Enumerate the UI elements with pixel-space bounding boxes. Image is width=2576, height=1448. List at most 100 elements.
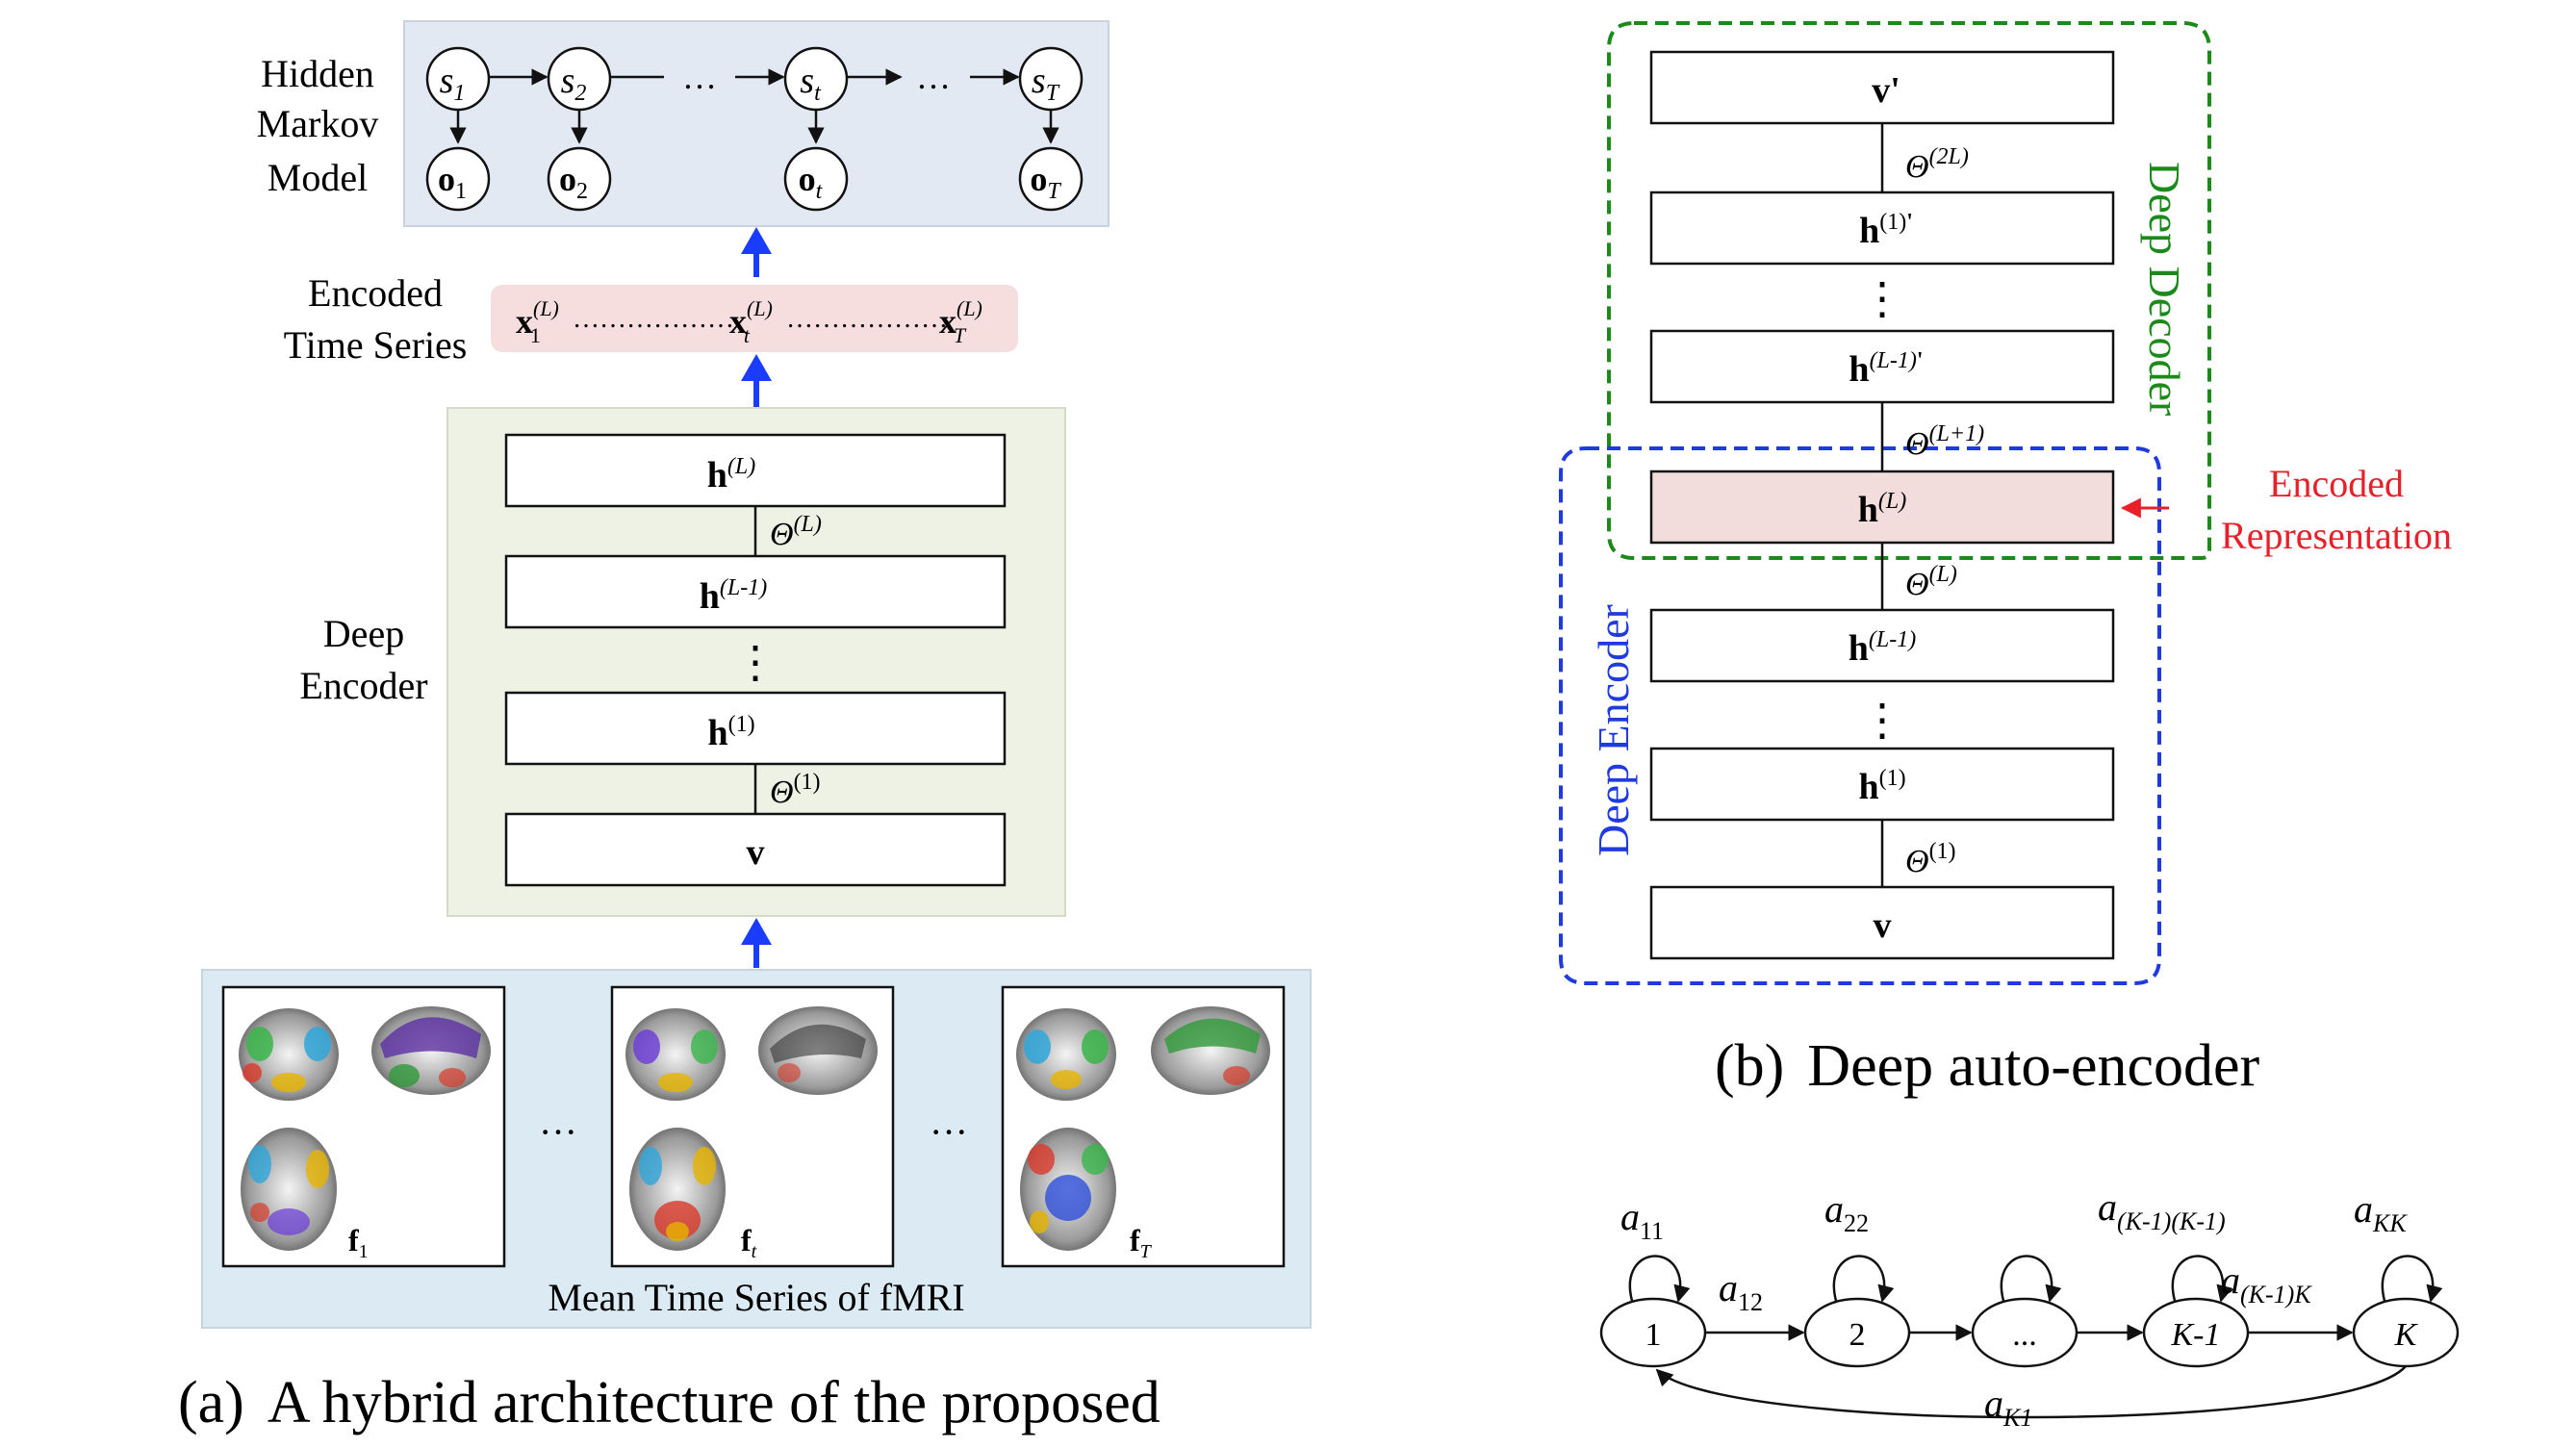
- ae-weight: Θ(2L): [1905, 144, 1969, 185]
- encoded-series-item: x(L)t: [729, 296, 773, 347]
- fmri-ellipsis: ···: [930, 1110, 968, 1154]
- hmm-observations: o1 o2 ot oT: [425, 146, 1084, 212]
- chain-transition-label: a12: [1719, 1266, 1763, 1316]
- hmm-obs-node: [425, 146, 491, 212]
- encoded-representation-label-line1: Encoded: [2269, 462, 2404, 505]
- fmri-label: Mean Time Series of fMRI: [548, 1276, 964, 1319]
- encoder-a-layer: [504, 812, 1007, 887]
- brain-axial-image: [241, 1128, 337, 1251]
- encoded-series-item: x(L)1: [516, 296, 559, 347]
- encoder-a-weight: Θ(1): [770, 770, 821, 810]
- brain-axial-image: [1020, 1128, 1116, 1251]
- encoder-a-label-line2: Encoder: [299, 664, 427, 707]
- chain-state-label: K-1: [2171, 1317, 2221, 1353]
- brain-coronal-image: [625, 1008, 726, 1101]
- ae-layer: [1649, 747, 2115, 822]
- encoder-a-layer-label: v: [747, 832, 765, 873]
- brain-sagittal-image: [758, 1006, 878, 1095]
- chain-transition-label: a(K-1)K: [2221, 1258, 2312, 1308]
- chain-selfloop-label: a22: [1824, 1187, 1869, 1237]
- hmm-obs-label: o1: [438, 160, 467, 204]
- chain-state-label: 1: [1645, 1317, 1662, 1353]
- encoder-a-layers: h(L) h(L-1) h(1) v: [504, 433, 1007, 887]
- ae-vdots: ⋮: [1860, 696, 1904, 745]
- fmri-ellipsis: ···: [539, 1110, 577, 1154]
- ae-layer-label: v: [1874, 905, 1892, 946]
- hmm-states: s1 s2 st sT: [425, 46, 1084, 112]
- ae-encoded-layer: [1649, 470, 2115, 545]
- fmri-frame-label: f1: [348, 1223, 369, 1262]
- hmm-state-label: sT: [1032, 61, 1060, 106]
- ae-layer-label: h(1): [1858, 766, 1905, 807]
- ae-layer-label: h(L-1)': [1849, 348, 1923, 390]
- flow-arrows: [741, 227, 772, 968]
- encoded-representation-label-line2: Representation: [2221, 514, 2452, 557]
- hmm-emissions: [449, 110, 1059, 144]
- encoder-a-layer: [504, 691, 1007, 766]
- encoder-a-layer-label: h(L-1): [700, 575, 767, 617]
- brain-axial-image: [629, 1128, 726, 1251]
- hmm-label-line1: Hidden: [261, 52, 374, 95]
- chain-state-label: K: [2394, 1317, 2419, 1353]
- caption-a: (a)A hybrid architecture of the proposed: [178, 1370, 1160, 1435]
- chain-return-label: aK1: [1984, 1382, 2032, 1432]
- brain-sagittal-image: [1151, 1006, 1270, 1095]
- brain-sagittal-image: [371, 1006, 491, 1095]
- encoder-a-vdots: ⋮: [733, 638, 778, 687]
- encoded-series-label-line2: Time Series: [284, 323, 468, 367]
- encoded-series-dots: ………………: [786, 304, 948, 334]
- hmm-obs-node: [547, 146, 612, 212]
- markov-chain: 1 2 ... K-1 K a11 a22 a(K-1)(K-1) aKK a1…: [1599, 1185, 2460, 1432]
- encoder-a-label-line1: Deep: [323, 612, 404, 655]
- chain-state-label: ...: [2012, 1317, 2037, 1353]
- encoder-a-layer: [504, 554, 1007, 629]
- deep-decoder-region: [1607, 21, 2211, 560]
- hmm-label-line3: Model: [268, 156, 368, 199]
- ae-layer-label: v': [1872, 70, 1900, 111]
- encoded-series-dots: ………………: [573, 304, 734, 334]
- ae-vdots: ⋮: [1860, 274, 1904, 323]
- ae-layer-label: h(1)': [1859, 210, 1913, 251]
- ae-layer: [1649, 191, 2115, 266]
- deep-encoder-label: Deep Encoder: [1589, 604, 1638, 856]
- hmm-state-label: st: [800, 61, 822, 106]
- chain-selfloop-label: a(K-1)(K-1): [2098, 1185, 2226, 1235]
- hmm-obs-node: [783, 146, 849, 212]
- hmm-obs-label: o2: [559, 160, 588, 204]
- deep-decoder-label: Deep Decoder: [2140, 162, 2189, 416]
- ae-layer: [1649, 50, 2115, 125]
- encoder-a-layer-label: h(L): [707, 454, 755, 495]
- ae-layer: [1649, 329, 2115, 404]
- hmm-label-line2: Markov: [257, 102, 379, 145]
- ae-layer-label: h(L-1): [1849, 627, 1916, 669]
- chain-selfloop-label: aKK: [2354, 1187, 2408, 1237]
- hmm-obs-node: [1018, 146, 1084, 212]
- encoder-a-weight: Θ(L): [770, 512, 822, 552]
- hmm-state-label: s2: [561, 61, 587, 106]
- encoder-a-layer-label: h(1): [707, 712, 754, 753]
- chain-selfloop-label: a11: [1620, 1195, 1664, 1245]
- encoded-series-label-line1: Encoded: [308, 271, 443, 315]
- ae-weight: Θ(L+1): [1905, 421, 1984, 462]
- ae-weight: Θ(L): [1905, 562, 1957, 602]
- fmri-frame-label: ft: [741, 1223, 757, 1262]
- chain-state-label: 2: [1849, 1317, 1866, 1353]
- hmm-ellipsis: …: [682, 58, 717, 96]
- ae-layer-label: h(L): [1858, 489, 1906, 530]
- ae-weight: Θ(1): [1905, 839, 1956, 879]
- hmm-box: [403, 20, 1109, 227]
- deep-encoder-region: [1559, 446, 2161, 985]
- hmm-ellipsis: …: [916, 58, 951, 96]
- hmm-obs-label: oT: [1030, 160, 1061, 204]
- fmri-frame-label: fT: [1130, 1223, 1153, 1262]
- encoded-series-box: [491, 285, 1018, 352]
- ae-layer: [1649, 608, 2115, 683]
- brain-images: [239, 1006, 1270, 1251]
- hmm-obs-label: ot: [799, 160, 824, 204]
- encoded-series-item: x(L)T: [939, 296, 982, 347]
- brain-coronal-image: [239, 1008, 339, 1101]
- caption-b: (b)Deep auto-encoder: [1715, 1033, 2260, 1099]
- hmm-state-label: s1: [440, 61, 466, 106]
- brain-coronal-image: [1016, 1008, 1116, 1101]
